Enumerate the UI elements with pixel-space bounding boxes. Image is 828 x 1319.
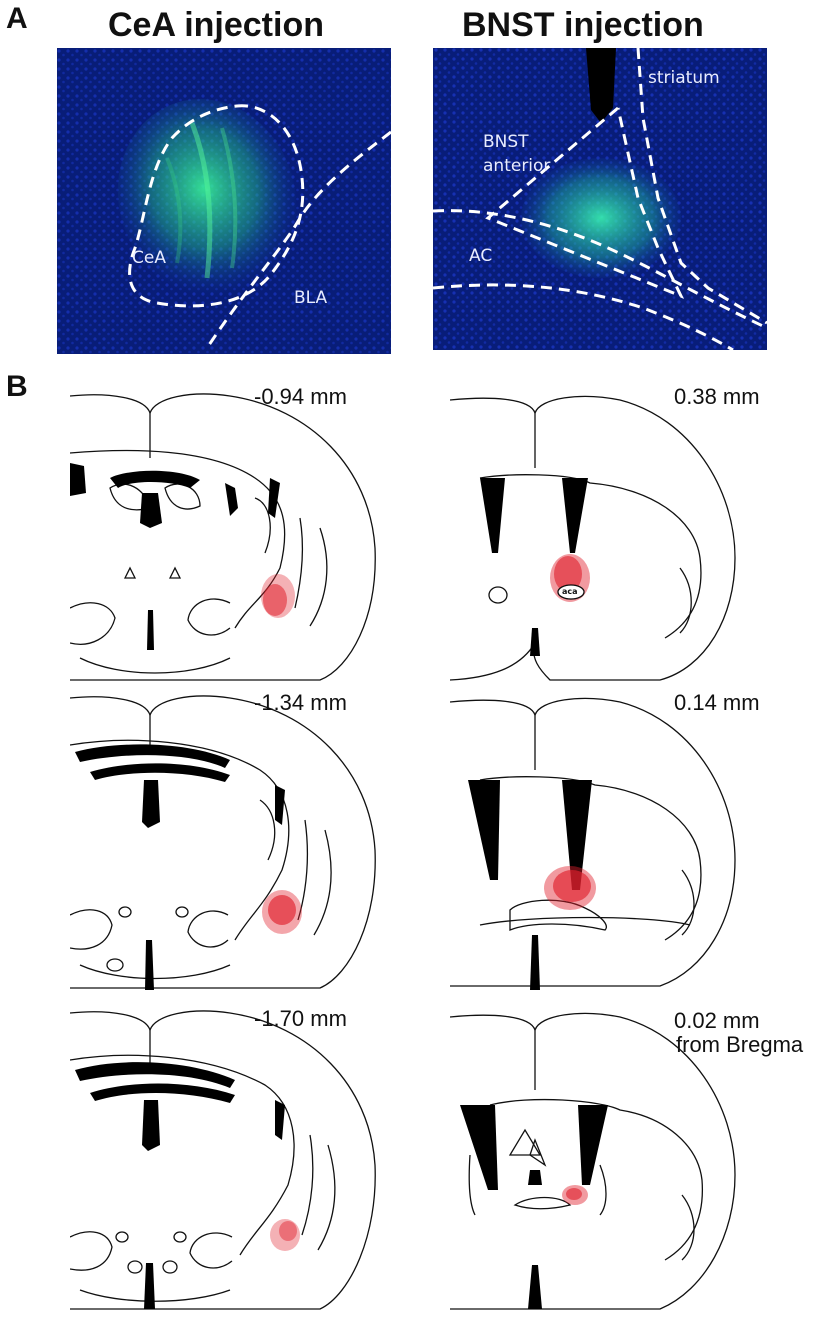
bnst-micrograph: striatum BNST anterior AC	[433, 48, 767, 350]
cea-micrograph: CeA BLA	[57, 48, 391, 354]
striatum-region-label: striatum	[648, 68, 720, 88]
bnst-region-label-line1: BNST	[483, 132, 529, 152]
ac-region-label: AC	[469, 246, 493, 266]
aca-structure-label: aca	[562, 587, 578, 596]
bregma-reference-label: from Bregma	[676, 1032, 804, 1057]
bla-region-label: BLA	[294, 288, 328, 308]
cea-injection-title: CeA injection	[108, 6, 324, 44]
atlas-section-right-2	[450, 697, 736, 990]
bregma-level-right-3: 0.02 mm	[674, 1008, 760, 1033]
panel-letter-b: B	[6, 370, 28, 403]
atlas-section-left-1	[70, 393, 376, 681]
bregma-level-left-3: -1.70 mm	[254, 1006, 347, 1031]
atlas-section-right-3	[450, 1012, 736, 1310]
atlas-section-left-2	[70, 695, 376, 990]
atlas-section-right-1	[450, 395, 736, 681]
bnst-region-label-line2: anterior	[483, 156, 551, 176]
panel-letter-a: A	[6, 2, 28, 35]
bregma-level-right-2: 0.14 mm	[674, 690, 760, 715]
atlas-section-left-3	[70, 1010, 376, 1310]
bregma-level-left-2: -1.34 mm	[254, 690, 347, 715]
cea-region-label: CeA	[132, 248, 166, 268]
bnst-injection-title: BNST injection	[462, 6, 704, 44]
bregma-level-left-1: -0.94 mm	[254, 384, 347, 409]
bregma-level-right-1: 0.38 mm	[674, 384, 760, 409]
